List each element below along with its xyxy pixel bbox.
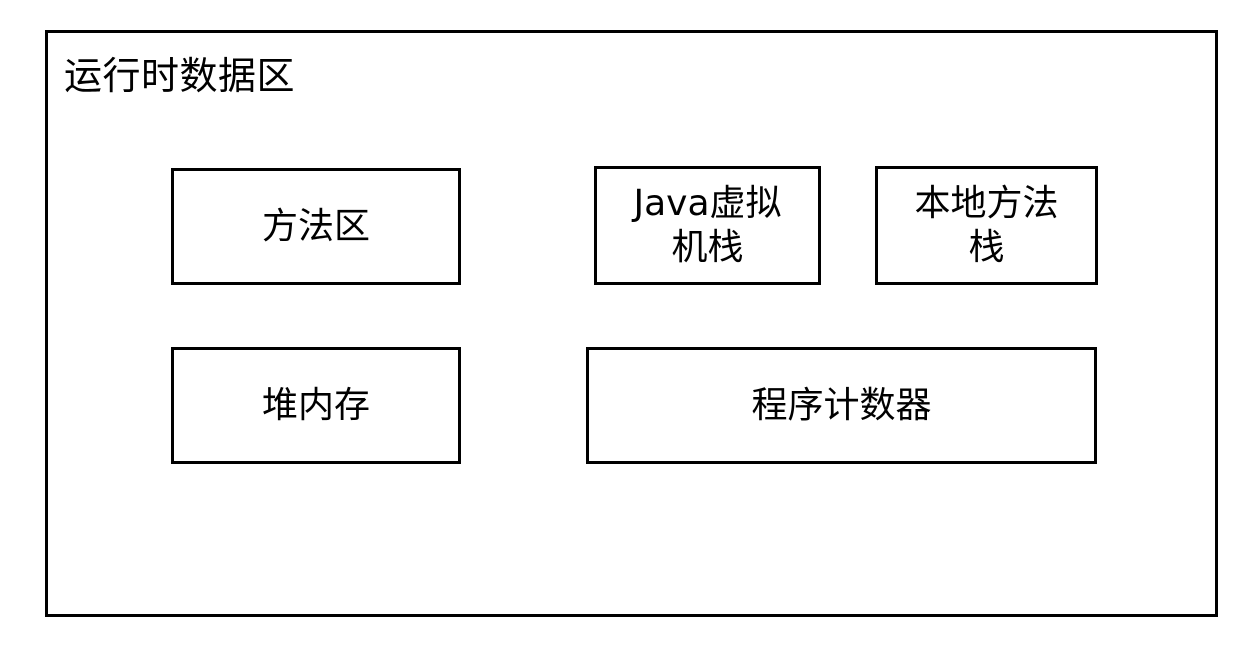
node-heap-memory: 堆内存 [171,347,461,464]
node-method-area: 方法区 [171,168,461,285]
page-title: 运行时数据区 [64,54,296,98]
node-heap-memory-label: 堆内存 [261,384,370,426]
node-method-area-label: 方法区 [261,205,370,247]
node-program-counter-label: 程序计数器 [751,384,932,426]
node-jvm-stack: Java虚拟 机栈 [594,166,821,285]
runtime-data-area-container: 运行时数据区 方法区 Java虚拟 机栈 本地方法 栈 堆内存 程序计数器 [45,30,1218,617]
node-native-method-stack: 本地方法 栈 [875,166,1098,285]
node-native-method-stack-label: 本地方法 栈 [914,182,1059,268]
node-jvm-stack-label: Java虚拟 机栈 [633,182,782,268]
node-program-counter: 程序计数器 [586,347,1097,464]
